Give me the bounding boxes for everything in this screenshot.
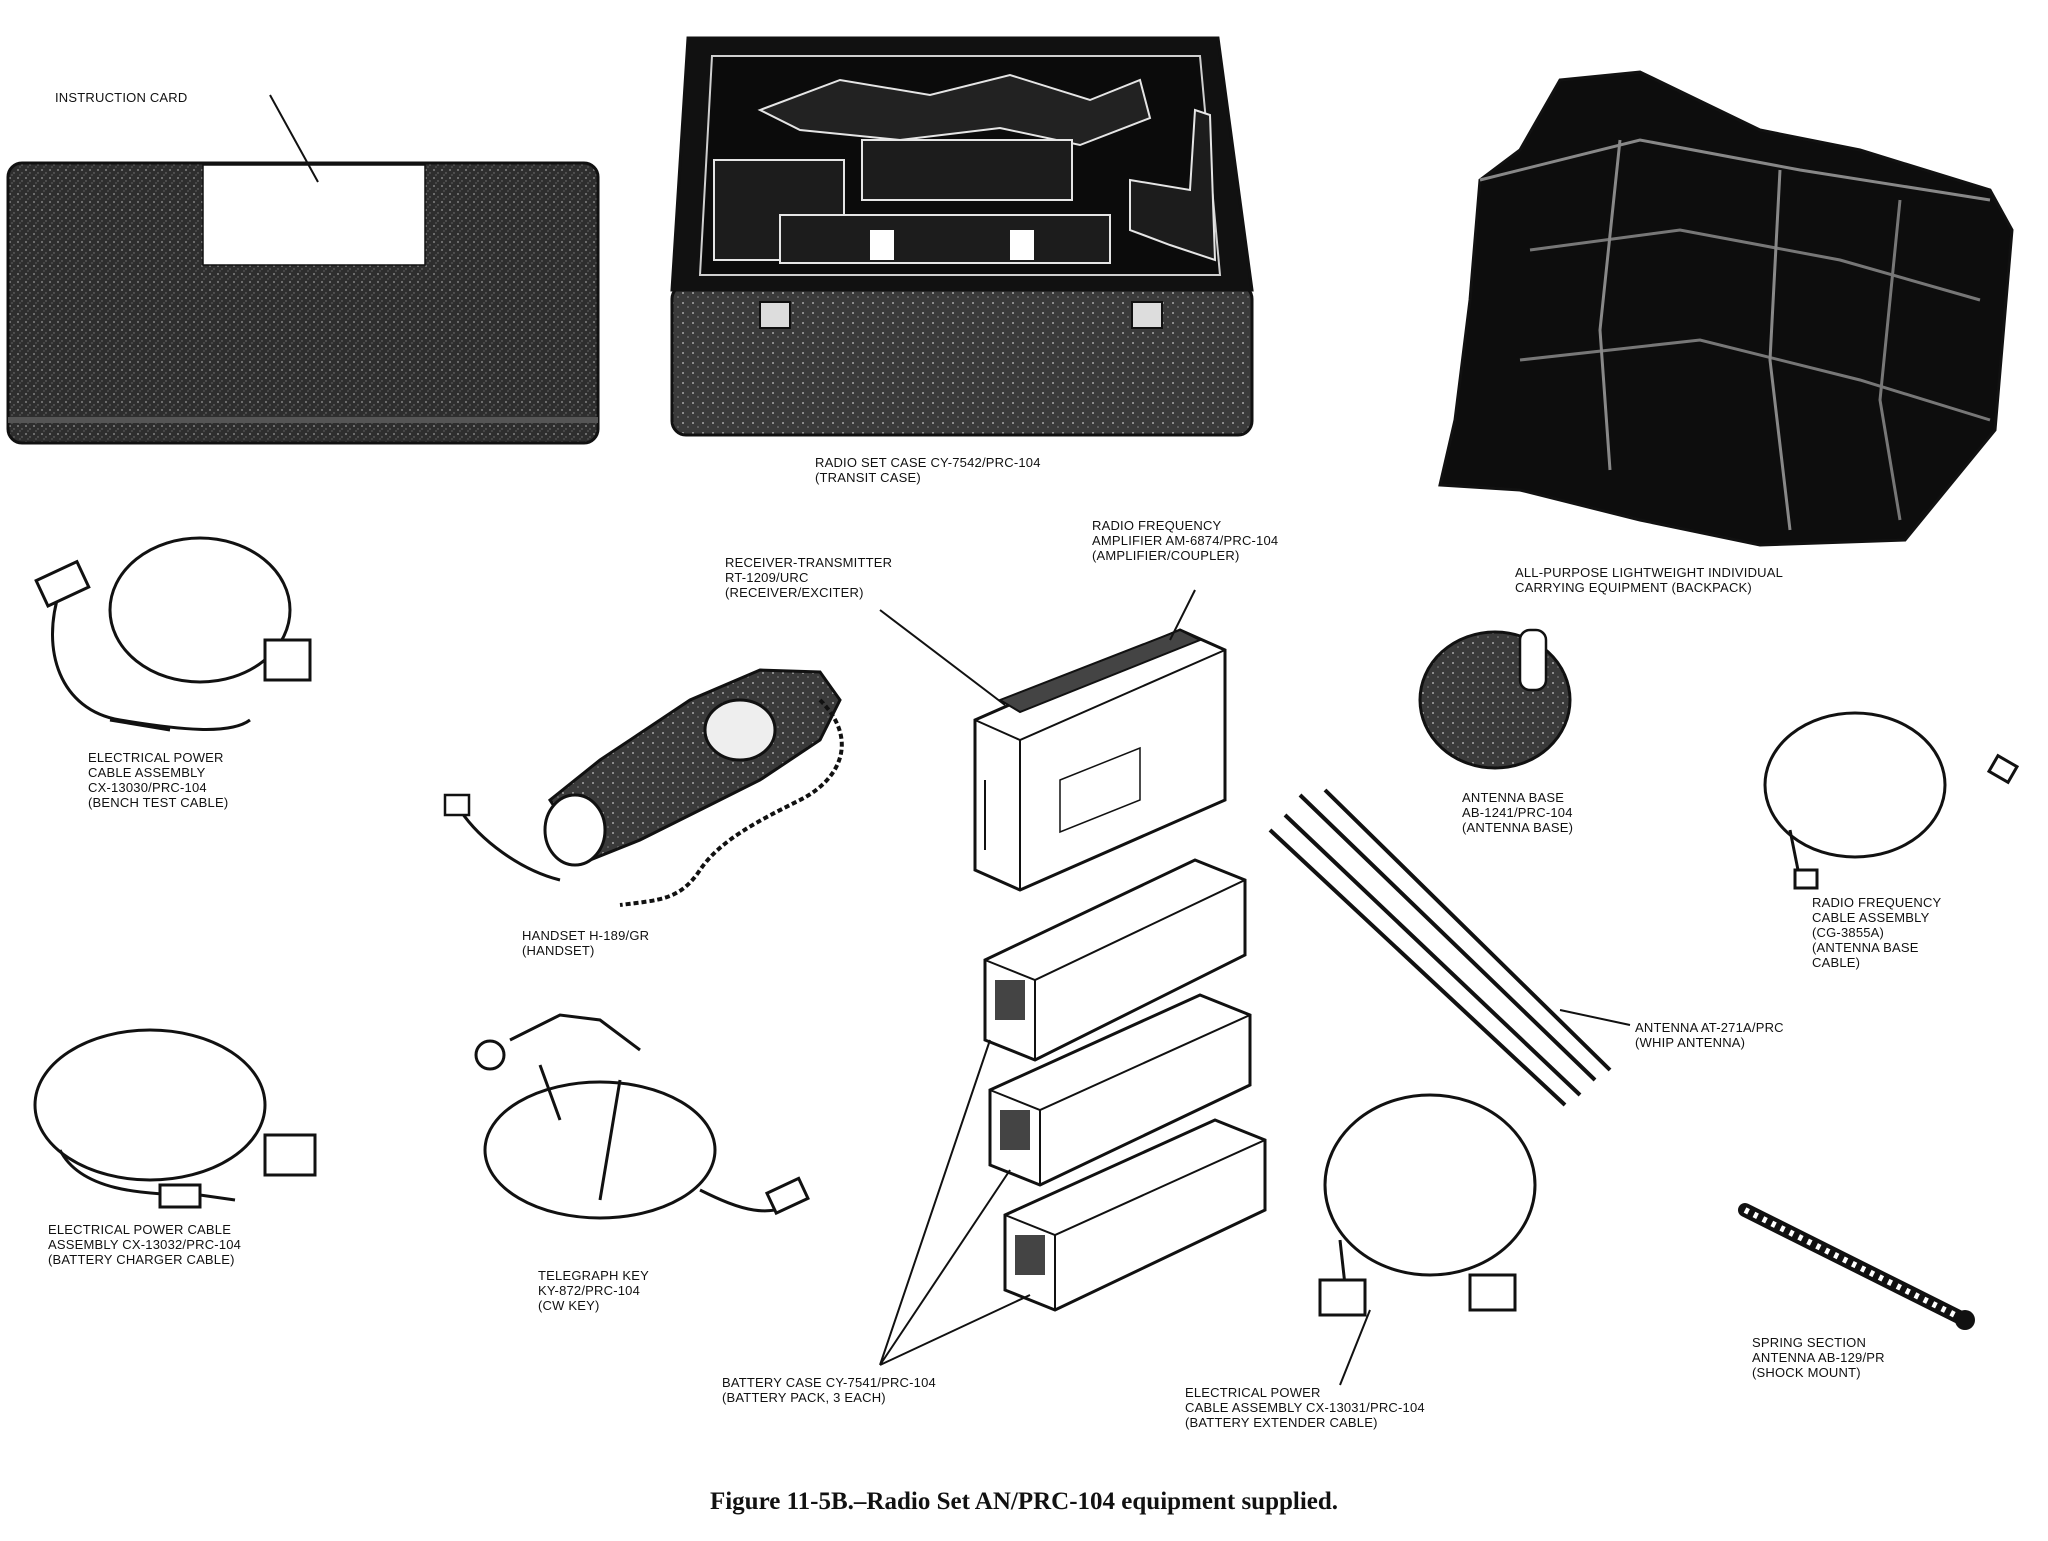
battery-extender-cable — [1318, 1093, 1537, 1317]
backpack-label: ALL-PURPOSE LIGHTWEIGHT INDIVIDUAL CARRY… — [1515, 565, 1784, 595]
battery-case-1 — [983, 858, 1247, 1062]
receiver-transmitter-label: RECEIVER-TRANSMITTER RT-1209/URC (RECEIV… — [725, 555, 893, 600]
battery-case-3 — [1003, 1118, 1267, 1312]
whip-antenna — [1268, 788, 1612, 1107]
whip-antenna-label: ANTENNA AT-271A/PRC (WHIP ANTENNA) — [1635, 1020, 1784, 1050]
battery-charger-cable-label: ELECTRICAL POWER CABLE ASSEMBLY CX-13032… — [48, 1222, 242, 1267]
amplifier-leader — [1169, 589, 1196, 641]
receiver-transmitter-unit — [973, 628, 1227, 892]
antenna-base — [1418, 628, 1572, 770]
telegraph-key — [474, 1013, 810, 1220]
bench-test-cable-label: ELECTRICAL POWER CABLE ASSEMBLY CX-13030… — [88, 750, 229, 810]
handset — [443, 668, 844, 907]
rf-cable — [1763, 711, 2020, 890]
battery-charger-cable — [33, 1028, 317, 1209]
figure-caption: Figure 11-5B.–Radio Set AN/PRC-104 equip… — [709, 1488, 1339, 1515]
transit-case — [670, 36, 1254, 437]
instruction-card-leader — [269, 94, 319, 183]
receiver-transmitter-leader — [879, 609, 1006, 706]
shock-mount — [1738, 1203, 1975, 1330]
battery-case-label: BATTERY CASE CY-7541/PRC-104 (BATTERY PA… — [722, 1375, 936, 1405]
antenna-base-label: ANTENNA BASE AB-1241/PRC-104 (ANTENNA BA… — [1462, 790, 1574, 835]
rf-cable-label: RADIO FREQUENCY CABLE ASSEMBLY (CG-3855A… — [1812, 895, 1942, 970]
transit-case-label: RADIO SET CASE CY-7542/PRC-104 (TRANSIT … — [815, 455, 1041, 485]
instruction-card — [202, 164, 426, 266]
battery-case-leaders — [879, 1039, 1031, 1366]
amplifier-label: RADIO FREQUENCY AMPLIFIER AM-6874/PRC-10… — [1092, 518, 1279, 563]
whip-antenna-leader — [1559, 1009, 1631, 1026]
backpack — [1438, 70, 2014, 547]
telegraph-key-label: TELEGRAPH KEY KY-872/PRC-104 (CW KEY) — [538, 1268, 649, 1313]
battery-extender-cable-label: ELECTRICAL POWER CABLE ASSEMBLY CX-13031… — [1185, 1385, 1425, 1430]
shock-mount-label: SPRING SECTION ANTENNA AB-129/PR (SHOCK … — [1752, 1335, 1885, 1380]
instruction-card-label: INSTRUCTION CARD — [55, 90, 188, 105]
instruction-card-case — [6, 161, 600, 445]
bench-test-cable — [34, 536, 312, 732]
handset-label: HANDSET H-189/GR (HANDSET) — [522, 928, 650, 958]
extender-cable-leader — [1339, 1309, 1371, 1386]
battery-case-2 — [988, 993, 1252, 1187]
